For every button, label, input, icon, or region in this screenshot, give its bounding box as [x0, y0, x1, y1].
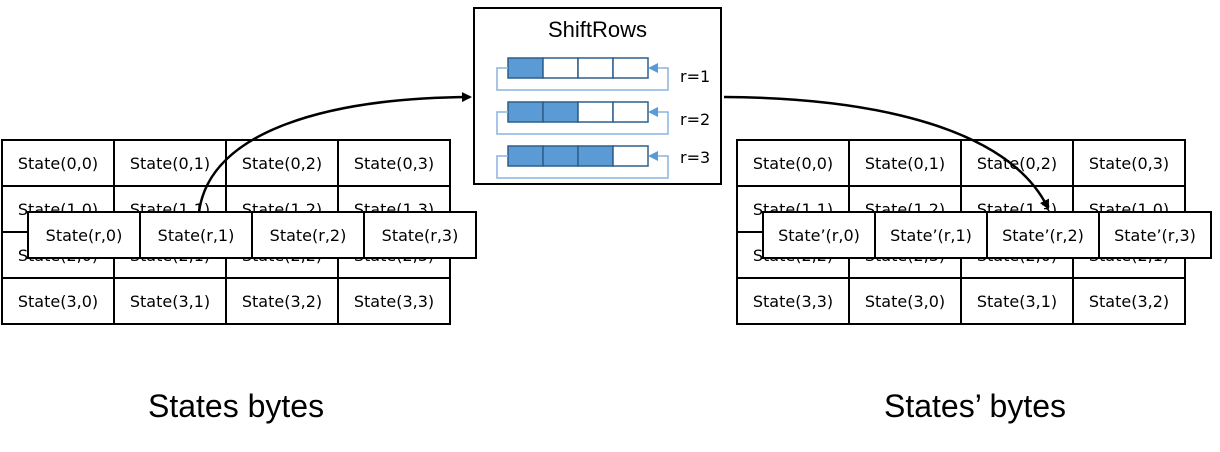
- row-overlay-cell: State’(r,3): [1098, 211, 1212, 259]
- left-row-overlay: State(r,0)State(r,1)State(r,2)State(r,3): [27, 211, 477, 259]
- byte-cell: [542, 57, 579, 79]
- state-cell: State(3,0): [1, 277, 115, 325]
- state-cell: State(0,0): [1, 139, 115, 187]
- row-overlay-cell: State(r,3): [363, 211, 477, 259]
- state-row: State(3,0)State(3,1)State(3,2)State(3,3): [1, 277, 451, 325]
- byte-cell: [612, 101, 649, 123]
- rotate-feedback-arrow: [496, 107, 669, 135]
- state-cell: State(0,2): [225, 139, 339, 187]
- state-cell: State(0,1): [848, 139, 962, 187]
- state-cell: State(0,1): [113, 139, 227, 187]
- left-caption: States bytes: [148, 388, 325, 424]
- state-cell: State(0,0): [736, 139, 850, 187]
- shift-label-r1: r=1: [680, 67, 711, 86]
- state-cell: State(3,3): [337, 277, 451, 325]
- shifted-byte-cell: [542, 145, 579, 167]
- state-row: State(3,3)State(3,0)State(3,1)State(3,2): [736, 277, 1186, 325]
- state-cell: State(3,1): [960, 277, 1074, 325]
- rotate-feedback-arrow: [496, 151, 669, 179]
- state-cell: State(0,2): [960, 139, 1074, 187]
- byte-cell: [612, 145, 649, 167]
- state-cell: State(0,3): [337, 139, 451, 187]
- byte-cell: [612, 57, 649, 79]
- state-cell: State(3,1): [113, 277, 227, 325]
- shiftrows-to-right-arrow: [723, 95, 1050, 210]
- row-overlay-cell: State(r,2): [251, 211, 365, 259]
- right-caption: States’ bytes: [884, 388, 1067, 424]
- state-cell: State(3,3): [736, 277, 850, 325]
- right-row-overlay: State’(r,0)State’(r,1)State’(r,2)State’(…: [762, 211, 1212, 259]
- left-to-shiftrows-arrow: [197, 92, 472, 213]
- row-overlay-cell: State’(r,0): [762, 211, 876, 259]
- byte-cell: [577, 101, 614, 123]
- shiftrows-bars: [496, 57, 669, 179]
- shifted-byte-cell: [507, 57, 544, 79]
- shifted-byte-cell: [577, 145, 614, 167]
- shifted-byte-cell: [542, 101, 579, 123]
- state-cell: State(3,2): [1072, 277, 1186, 325]
- byte-cell: [577, 57, 614, 79]
- state-row: State(0,0)State(0,1)State(0,2)State(0,3): [1, 139, 451, 187]
- shifted-byte-cell: [507, 145, 544, 167]
- row-overlay-cell: State(r,1): [139, 211, 253, 259]
- row-overlay-cell: State’(r,2): [986, 211, 1100, 259]
- state-cell: State(0,3): [1072, 139, 1186, 187]
- state-cell: State(3,0): [848, 277, 962, 325]
- rotate-feedback-arrow: [496, 63, 669, 91]
- left-state-grid: State(0,0)State(0,1)State(0,2)State(0,3)…: [1, 139, 451, 325]
- shift-label-r3: r=3: [680, 148, 711, 167]
- row-overlay-cell: State’(r,1): [874, 211, 988, 259]
- shift-label-r2: r=2: [680, 110, 711, 129]
- shiftrows-title: ShiftRows: [547, 17, 648, 42]
- state-row: State(0,0)State(0,1)State(0,2)State(0,3): [736, 139, 1186, 187]
- row-overlay-cell: State(r,0): [27, 211, 141, 259]
- shifted-byte-cell: [507, 101, 544, 123]
- state-cell: State(3,2): [225, 277, 339, 325]
